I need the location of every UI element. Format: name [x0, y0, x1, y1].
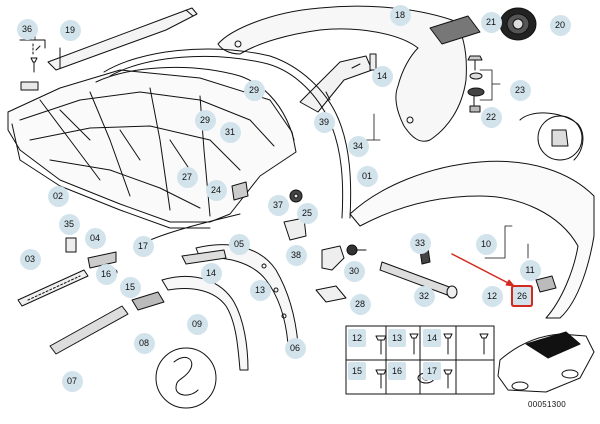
part-11-clip [535, 275, 557, 293]
callout-23: 23 [509, 79, 531, 101]
callout-13: 13 [249, 279, 271, 301]
fastener-grid [345, 325, 495, 395]
part-10-side-trim [349, 112, 595, 319]
callout-38: 38 [285, 244, 307, 266]
callout-grid-13: 13 [388, 329, 406, 347]
callout-30: 30 [343, 260, 365, 282]
callout-08: 08 [133, 332, 155, 354]
callout-26-highlighted: 26 [513, 287, 531, 305]
callout-03: 03 [19, 248, 41, 270]
callout-29: 29 [243, 79, 265, 101]
callout-36: 36 [16, 18, 38, 40]
callout-07: 07 [61, 370, 83, 392]
callout-15: 15 [119, 276, 141, 298]
callout-04: 04 [84, 227, 106, 249]
callout-09: 09 [186, 313, 208, 335]
callout-37: 37 [267, 194, 289, 216]
callout-grid-17: 17 [423, 362, 441, 380]
callout-24: 24 [205, 179, 227, 201]
part-37-grommet [289, 189, 303, 203]
part-34-hinge-bracket [299, 53, 377, 113]
callout-16: 16 [95, 263, 117, 285]
callout-11: 11 [519, 259, 541, 281]
part-35-clip [65, 237, 77, 253]
part-24-clip [231, 181, 249, 201]
part-01-front-bow [103, 48, 352, 219]
part-20-roll [499, 7, 537, 41]
vehicle-silhouette [497, 331, 595, 393]
callout-27: 27 [176, 166, 198, 188]
part-38-bracket [283, 217, 307, 241]
catalog-number: 00051300 [528, 400, 566, 409]
callout-31: 31 [219, 121, 241, 143]
part-28-plate [315, 285, 347, 303]
part-36-screw-bracket [19, 39, 46, 91]
part-07-seal-detail [155, 347, 217, 409]
callout-22: 22 [480, 106, 502, 128]
callout-20: 20 [549, 14, 571, 36]
part-30-bracket [321, 244, 367, 271]
callout-33: 33 [409, 232, 431, 254]
part-23-fasteners [467, 55, 485, 113]
callout-10: 10 [475, 233, 497, 255]
part-04-clip [87, 251, 117, 269]
callout-18: 18 [389, 4, 411, 26]
callout-17: 17 [132, 235, 154, 257]
callout-grid-15: 15 [348, 362, 366, 380]
callout-28: 28 [349, 293, 371, 315]
part-15-pad [131, 291, 165, 311]
callout-06: 06 [284, 337, 306, 359]
callout-19: 19 [59, 19, 81, 41]
part-21-pad [429, 15, 481, 45]
part-17-rear-bow [95, 66, 295, 241]
callout-14: 14 [371, 65, 393, 87]
part-14-trim [181, 249, 227, 265]
callout-21: 21 [480, 11, 502, 33]
callout-35: 35 [58, 213, 80, 235]
callout-29: 29 [194, 109, 216, 131]
callout-grid-14: 14 [423, 329, 441, 347]
part-18-cover-panel [217, 5, 467, 142]
callout-32: 32 [413, 285, 435, 307]
part-09-arch-trim [161, 276, 249, 371]
callout-14: 14 [200, 262, 222, 284]
callout-01: 01 [356, 165, 378, 187]
red-pointer-arrow [451, 253, 515, 287]
callout-25: 25 [296, 202, 318, 224]
callout-05: 05 [228, 233, 250, 255]
callout-39: 39 [313, 111, 335, 133]
callout-34: 34 [347, 135, 369, 157]
part-03-strip [17, 269, 89, 307]
callout-02: 02 [47, 185, 69, 207]
part-32-strut [379, 247, 458, 299]
part-08-strip [49, 305, 129, 355]
callout-12: 12 [481, 285, 503, 307]
callout-grid-16: 16 [388, 362, 406, 380]
callout-grid-12: 12 [348, 329, 366, 347]
